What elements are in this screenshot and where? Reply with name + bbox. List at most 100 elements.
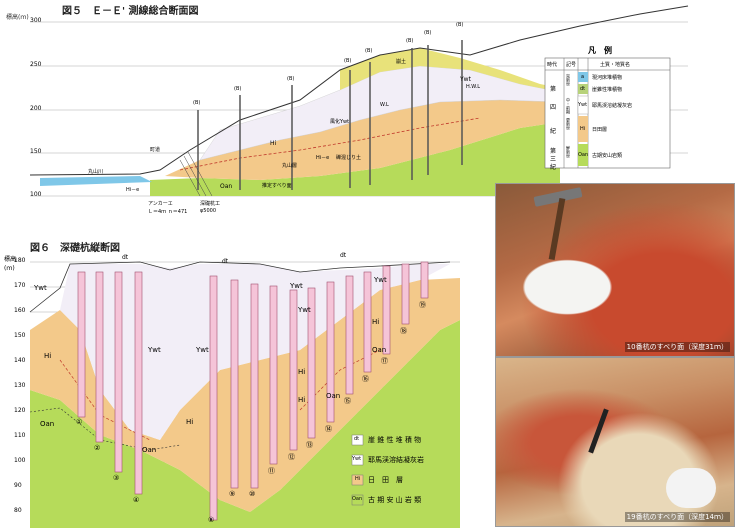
fig6-ytick: 140 <box>14 357 26 364</box>
fig6-pile-9 <box>230 279 239 489</box>
fig5-label-hi-e2: Hi－e <box>316 155 330 161</box>
fig6-ytick: 110 <box>14 432 26 439</box>
fig6-pile-number: ① <box>76 418 83 426</box>
fig5-ytick-150: 150 <box>30 148 42 155</box>
fig5-borehole-label: (B) <box>365 48 373 54</box>
fig6-ytick: 80 <box>14 507 22 514</box>
fig5-anchors <box>179 151 213 197</box>
fig5-ytick-300: 300 <box>30 17 42 24</box>
fig6-legend-name-oan: 古 期 安 山 岩 類 <box>368 496 422 504</box>
fig6-legend-name-ywt: 耶馬渓溶結凝灰岩 <box>368 456 424 464</box>
hammer-icon <box>588 408 609 454</box>
fig5-label-mountain: 丸山層 <box>282 163 298 169</box>
fig6-pile-17 <box>382 265 391 355</box>
photo-slip-surface-pile-19: 19番杭のすべり面（深度14ｍ） <box>495 357 735 527</box>
fig6-legend-name-hi: 日 田 層 <box>368 476 403 484</box>
fig6-ground-line <box>29 261 451 313</box>
fig6-label-dt: dt <box>222 258 229 265</box>
fig6-title: 図６ 深礎杭縦断図 <box>30 243 120 254</box>
fig5-legend-era: 四 <box>550 104 557 111</box>
fig5-legend-header-era: 時代 <box>547 62 558 68</box>
fig5-ytick-250: 250 <box>30 61 42 68</box>
fig5-legend-era: 三 <box>550 156 557 163</box>
fig5-legend-sym-oan: Oan <box>578 152 589 158</box>
fig5-legend-sym-hi: Hi <box>580 126 586 132</box>
fig6-ytick: 130 <box>14 382 26 389</box>
fig5-y-unit: 標高(ｍ) <box>6 14 29 21</box>
fig5-legend-era: 第 <box>550 86 557 93</box>
fig5-title: 図５ Ｅ－Ｅ' 測線総合断面図 <box>62 6 199 17</box>
fig6-label-ywt: Ywt <box>148 346 161 354</box>
fig6-pile-number: ③ <box>113 474 120 482</box>
fig6-ytick: 150 <box>14 332 26 339</box>
fig6-pile-number: ⑭ <box>325 425 332 433</box>
fig6-pile-12 <box>289 289 298 451</box>
fig5-legend-name-dt: 崖錐性堆積物 <box>592 87 623 93</box>
fig6-pile-3 <box>114 271 123 473</box>
fig5-borehole-label: (B) <box>287 76 295 82</box>
fig5-label-hwl: H.W.L <box>466 84 481 90</box>
fig6-pile-11 <box>269 285 278 465</box>
fig6-label-dt: dt <box>122 254 129 261</box>
fig6-legend-name-dt: 崖 錐 性 堆 積 物 <box>368 436 422 444</box>
fig5-label-anchor: アンカーエ <box>148 201 173 207</box>
fig6-pile-number: ⑫ <box>288 453 295 461</box>
fig6-label-ywt: Ywt <box>290 282 303 290</box>
fig5-legend-sym-ywt: Ywt <box>578 102 588 108</box>
fig5-legend-era: 紀 <box>550 164 557 171</box>
fig5-legend-sym-dt: dt <box>580 86 586 92</box>
fig5-label-ywt: Ywt <box>460 76 471 83</box>
fig5-borehole-label: (B) <box>424 30 432 36</box>
fig6-label-hi: Hi <box>372 318 380 326</box>
fig6-legend-sym-hi: Hi <box>355 476 361 482</box>
fig5-label-hi: Hi <box>270 140 277 147</box>
fig5-label-road: 町道 <box>150 147 161 153</box>
fig5-legend-header-sym: 記号 <box>566 62 577 68</box>
fig5-legend-name-ywt: 耶馬渓溶結凝灰岩 <box>592 103 633 109</box>
photo-slip-surface-pile-10: 10番杭のすべり面（深度31ｍ） <box>495 183 735 357</box>
fig5-legend-box <box>544 57 671 169</box>
fig6-label-ywt: Ywt <box>34 284 47 292</box>
fig5-river <box>40 176 152 186</box>
fig6-label-ywt: Ywt <box>196 346 209 354</box>
fig6-y-unit: 標高(ｍ) <box>4 256 17 272</box>
fig6-piles <box>77 261 429 521</box>
fig6-pile-number: ⑮ <box>344 397 351 405</box>
fig6-label-ywt: Ywt <box>298 306 311 314</box>
fig6-pile-8 <box>209 275 218 521</box>
fig6-ytick: 180 <box>14 257 26 264</box>
fig6-pile-number: ⑰ <box>381 357 388 365</box>
fig5-oan-layer <box>150 122 560 196</box>
fig6-label-hi: Hi <box>44 352 52 360</box>
fig6-pile-number: ② <box>94 444 101 452</box>
fig6-pile-number: ⑨ <box>229 490 236 498</box>
fig6-pile-13 <box>307 287 316 439</box>
fig6-pile-4 <box>134 271 143 495</box>
fig6-label-ywt: Ywt <box>374 276 387 284</box>
fig5-legend-period: 鮮新世 <box>566 146 571 158</box>
fig5-legend-sym-a: a <box>581 74 585 80</box>
fig6-slip-line-2 <box>59 359 151 441</box>
fig5-borehole-label: (B) <box>193 100 201 106</box>
fig6-label-oan: Oan <box>372 346 387 354</box>
fig5-legend-era: 第 <box>550 148 557 155</box>
fig5-borehole-label: (B) <box>456 22 464 28</box>
photo-caption-bottom: 19番杭のすべり面（深度14ｍ） <box>624 512 730 522</box>
fig5-label-slip: 推定すべり面 <box>262 183 292 189</box>
fig5-label-oan: Oan <box>220 183 233 190</box>
fig5-borehole-label: (B) <box>406 38 414 44</box>
fig5-legend-title: 凡 例 <box>588 46 612 55</box>
fig6-legend-sym-dt: dt <box>354 436 360 442</box>
fig6-label-dt: dt <box>340 252 347 259</box>
fig5-label-hi-e: Hi－e <box>126 187 140 193</box>
fig5-label-weathered: 風化Ywt <box>330 119 350 125</box>
fig6-pile-number: ⑬ <box>306 441 313 449</box>
fig5-ground-line <box>29 5 689 176</box>
fig6-ytick: 90 <box>14 482 22 489</box>
fig5-dt-layer <box>340 48 560 92</box>
fig6-pile-2 <box>95 271 104 443</box>
fig6-label-hi: Hi <box>186 418 194 426</box>
fig5-legend-period: 中・前期 <box>566 98 571 114</box>
fig5-label-pile-spec: φ5000 <box>200 208 217 214</box>
fig6-pile-10 <box>250 283 259 489</box>
